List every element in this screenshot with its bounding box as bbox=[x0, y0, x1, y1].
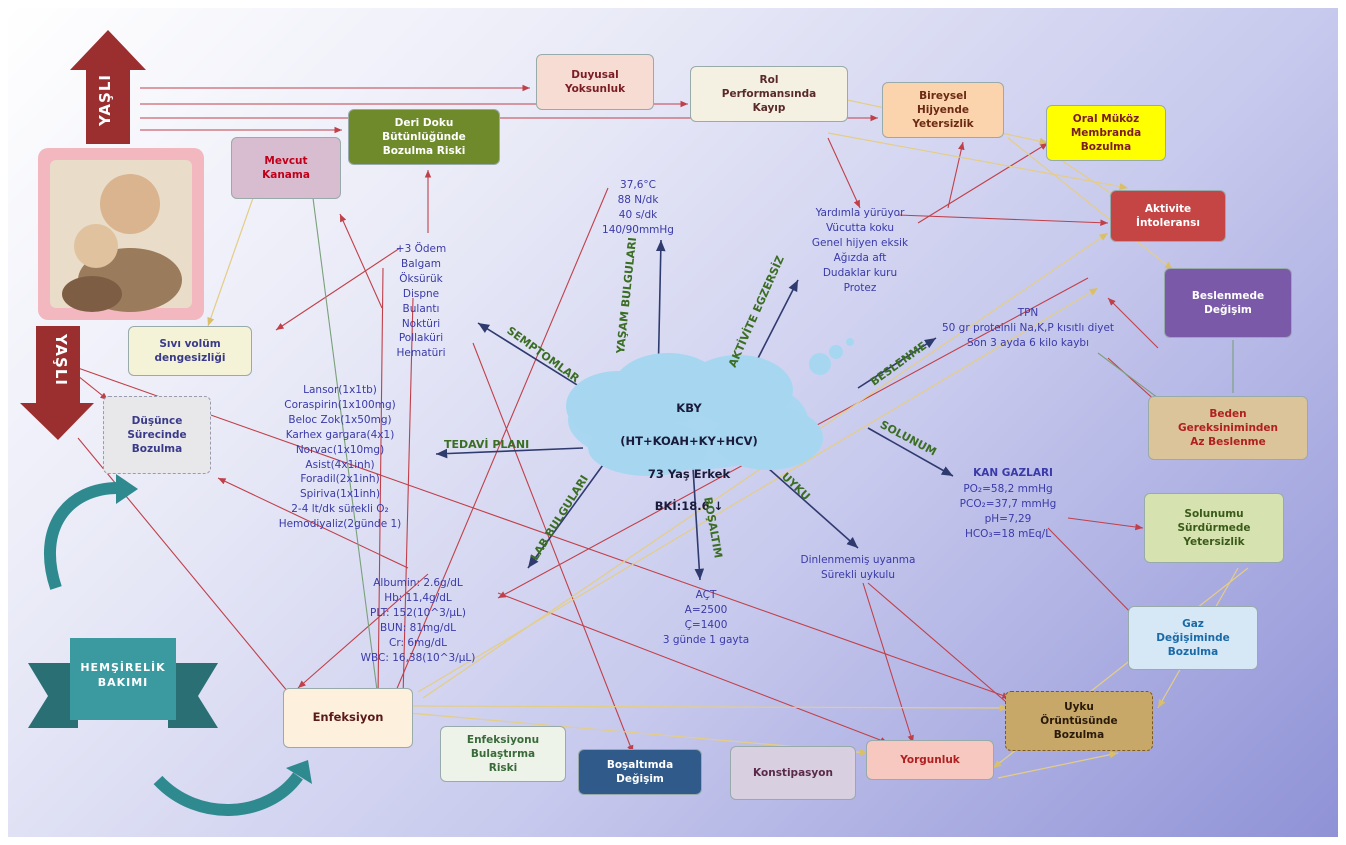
yellow-link-8 bbox=[1057, 157, 1119, 199]
red-link-15 bbox=[862, 582, 914, 744]
yellow-link-9 bbox=[1007, 137, 1174, 271]
box-bosdeg: Boşaltımda Değişim bbox=[578, 749, 702, 795]
box-besdeg: Beslenmede Değişim bbox=[1164, 268, 1292, 338]
box-deri: Deri Doku Bütünlüğünde Bozulma Riski bbox=[348, 109, 500, 165]
box-solsur: Solunumu Sürdürmede Yetersizlik bbox=[1144, 493, 1284, 563]
box-kanama: Mevcut Kanama bbox=[231, 137, 341, 199]
uyku-text: Dinlenmemiş uyanma Sürekli uykulu bbox=[800, 554, 916, 581]
box-uykuor: Uyku Örüntüsünde Bozulma bbox=[1005, 691, 1153, 751]
semptom-text: +3 Ödem Balgam Öksürük Dispne Bulantı No… bbox=[395, 243, 447, 360]
curve-arrow-top bbox=[44, 482, 119, 590]
red-link-12 bbox=[1107, 357, 1159, 404]
lab-text: Albumin: 2.6g/dL Hb: 11,4g/dL PLT: 152(1… bbox=[360, 577, 476, 664]
yellow-link-10 bbox=[207, 197, 254, 327]
green-link-0 bbox=[312, 197, 379, 699]
box-enfeksiyon: Enfeksiyon bbox=[283, 688, 413, 748]
red-link-19 bbox=[497, 592, 889, 744]
box-bulastirma: Enfeksiyonu Bulaştırma Riski bbox=[440, 726, 566, 782]
vitals-text: 37,6°C 88 N/dk 40 s/dk 140/90mmHg bbox=[602, 179, 674, 236]
branch-link-1 bbox=[752, 279, 799, 369]
red-link-6 bbox=[339, 213, 383, 309]
red-link-16 bbox=[867, 582, 1014, 709]
curve-arrow-bottom bbox=[153, 772, 303, 816]
red-link-21 bbox=[472, 342, 634, 754]
nursing-ribbon bbox=[28, 638, 218, 728]
red-link-25 bbox=[77, 437, 294, 699]
box-gaz: Gaz Değişiminde Bozulma bbox=[1128, 606, 1258, 670]
solunum-text: PO₂=58,2 mmHg PCO₂=37,7 mmHg pH=7,29 HCO… bbox=[959, 483, 1057, 540]
red-link-20 bbox=[392, 187, 609, 699]
branch-link-3 bbox=[857, 337, 937, 389]
box-dusunce: Düşünce Sürecinde Bozulma bbox=[103, 396, 211, 474]
red-link-14 bbox=[1047, 527, 1139, 621]
solunum-title: KAN GAZLARI bbox=[973, 467, 1053, 479]
beslenme-text: TPN 50 gr proteinli Na,K,P kısıtlı diyet… bbox=[941, 307, 1115, 349]
age-label-top: YAŞLI bbox=[96, 74, 114, 126]
red-link-13 bbox=[1067, 517, 1144, 531]
box-duyusal: Duyusal Yoksunluk bbox=[536, 54, 654, 110]
green-link-2 bbox=[1097, 352, 1159, 399]
age-arrow-up bbox=[70, 30, 146, 144]
elderly-couple-picture bbox=[38, 148, 204, 320]
red-link-17 bbox=[217, 477, 409, 569]
age-label-bottom: YAŞLI bbox=[52, 334, 70, 386]
box-aktivite: Aktivite İntoleransı bbox=[1110, 190, 1226, 242]
branch-link-7 bbox=[767, 467, 859, 549]
center-cloud bbox=[566, 338, 854, 476]
yellow-link-2 bbox=[407, 704, 1009, 712]
yellow-link-11 bbox=[417, 287, 1099, 693]
bosaltim-text: AÇT A=2500 Ç=1400 3 günde 1 gayta bbox=[662, 589, 750, 646]
center-title: KBY (HT+KOAH+KY+HCV) 73 Yaş Erkek BKİ:18… bbox=[620, 401, 758, 514]
red-link-9 bbox=[947, 141, 965, 209]
red-link-26 bbox=[77, 375, 109, 401]
branch-link-4 bbox=[435, 447, 584, 459]
box-sivi: Sıvı volüm dengesizliği bbox=[128, 326, 252, 376]
yellow-link-0 bbox=[827, 132, 1129, 191]
diagram-canvas: YAŞLI YAŞLI HEMŞİRELİK BAKIMI KBY (HT+KO… bbox=[8, 8, 1338, 837]
box-beden: Beden Gereksiniminden Az Beslenme bbox=[1148, 396, 1308, 460]
tedavi-text: Lansor(1x1tb) Coraspirin(1x100mg) Beloc … bbox=[278, 384, 402, 531]
red-link-24 bbox=[77, 367, 1011, 699]
red-link-11 bbox=[1107, 297, 1159, 349]
branch-link-6 bbox=[692, 467, 705, 581]
red-link-18 bbox=[297, 573, 429, 689]
branch-tedavi: TEDAVİ PLANI bbox=[444, 438, 530, 451]
yellow-link-6 bbox=[997, 751, 1119, 779]
box-yorgun: Yorgunluk bbox=[866, 740, 994, 780]
age-arrow-down bbox=[20, 326, 94, 440]
ribbon-label: HEMŞİRELİK BAKIMI bbox=[80, 661, 166, 690]
red-link-23 bbox=[399, 297, 414, 699]
box-bireysel: Bireysel Hijyende Yetersizlik bbox=[882, 82, 1004, 138]
branch-link-5 bbox=[867, 427, 954, 477]
red-link-10 bbox=[917, 142, 1049, 224]
branch-link-8 bbox=[527, 457, 609, 569]
box-rol: Rol Performansında Kayıp bbox=[690, 66, 848, 122]
box-oral: Oral Müköz Membranda Bozulma bbox=[1046, 105, 1166, 161]
aktivite-text: Yardımla yürüyor Vücutta koku Genel hijy… bbox=[811, 207, 909, 294]
connector-lines bbox=[20, 30, 1249, 816]
box-konst: Konstipasyon bbox=[730, 746, 856, 800]
red-link-5 bbox=[275, 247, 401, 331]
red-link-8 bbox=[827, 137, 861, 209]
red-link-22 bbox=[374, 267, 384, 699]
red-link-7 bbox=[897, 214, 1109, 227]
